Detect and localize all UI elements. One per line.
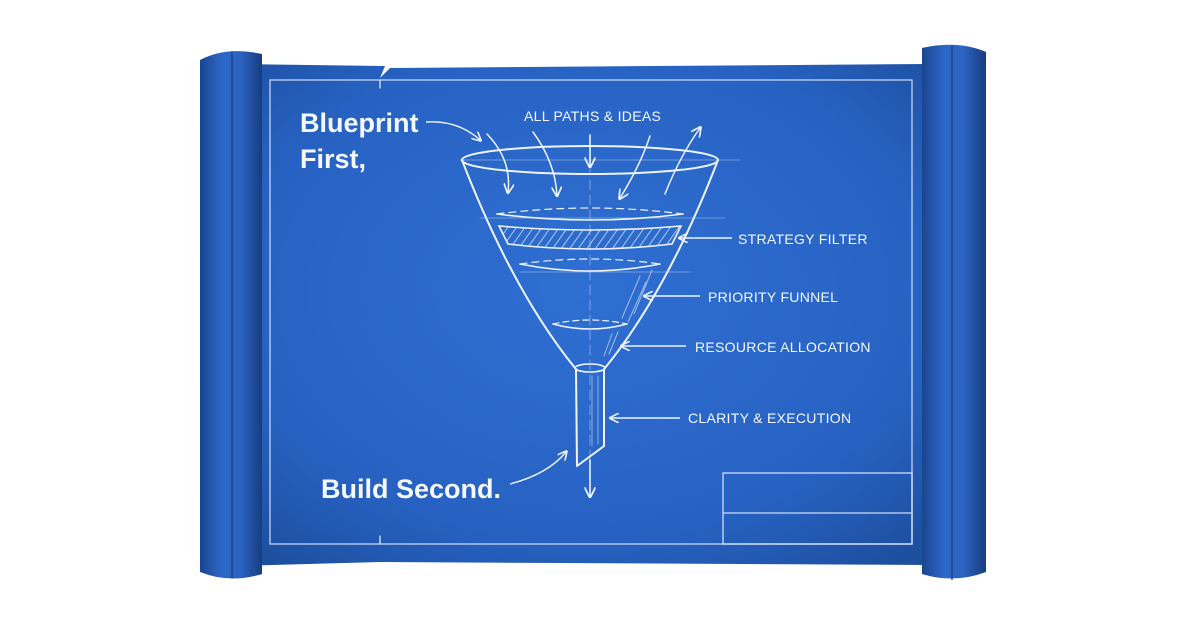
stage-label-clarity: CLARITY & EXECUTION [688, 410, 851, 426]
right-scroll-roll [922, 44, 986, 580]
stage-label-resource: RESOURCE ALLOCATION [695, 339, 871, 355]
left-scroll-roll [200, 51, 262, 579]
headline-line-1: Blueprint [300, 108, 419, 138]
title-block [722, 472, 913, 545]
blueprint-border [269, 79, 913, 545]
funnel-top-label: ALL PATHS & IDEAS [524, 108, 661, 124]
blueprint-paper [232, 64, 932, 566]
stage-label-strategy: STRATEGY FILTER [738, 231, 868, 247]
headline-pointer-arrow-bottom [509, 452, 566, 485]
stage-label-priority: PRIORITY FUNNEL [708, 289, 838, 305]
headline-line-3: Build Second. [321, 474, 501, 504]
headline-line-2: First, [300, 144, 366, 174]
headline-pointer-arrow-top [425, 121, 480, 140]
